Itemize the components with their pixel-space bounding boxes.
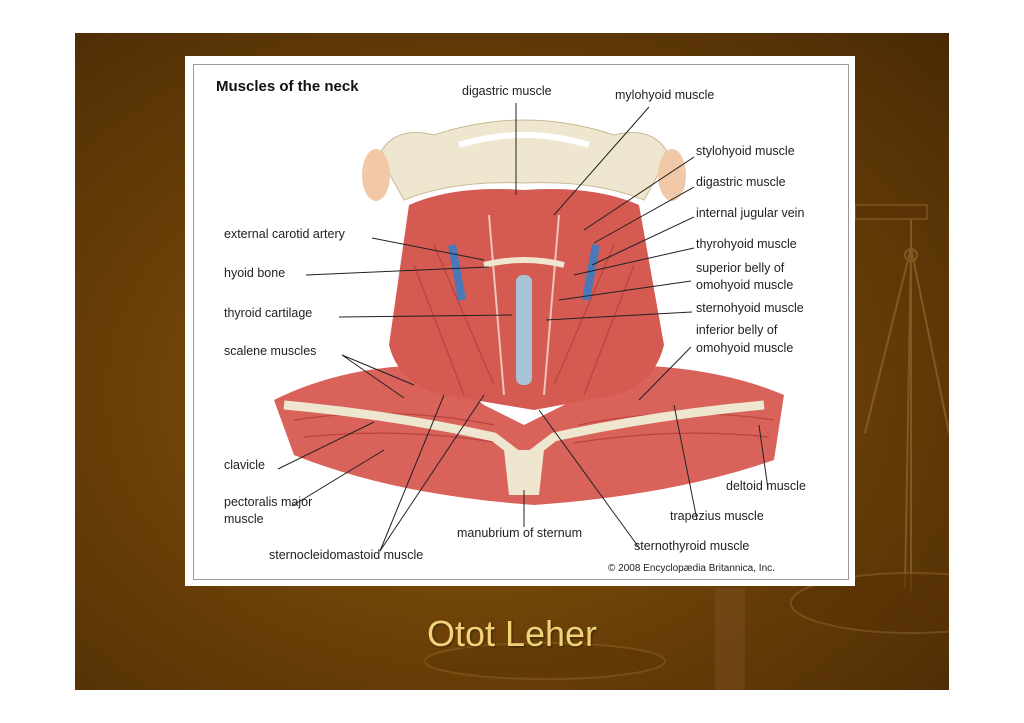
label-mylohyoid: mylohyoid muscle	[615, 88, 715, 102]
slide-title: Otot Leher	[426, 613, 598, 654]
label-external-carotid: external carotid artery	[224, 227, 345, 241]
label-sternohyoid: sternohyoid muscle	[696, 301, 804, 315]
label-scalene: scalene muscles	[224, 344, 317, 358]
label-pectoralis-1: pectoralis major	[224, 495, 313, 509]
label-thyrohyoid: thyrohyoid muscle	[696, 237, 797, 251]
neck-anatomy-illustration	[274, 103, 784, 552]
label-pectoralis-2: muscle	[224, 512, 264, 526]
label-superior-omohyoid-1: superior belly of	[696, 261, 785, 275]
figure-frame: Muscles of the neck digastric muscle myl…	[185, 56, 855, 586]
label-manubrium: manubrium of sternum	[457, 526, 583, 540]
label-stylohyoid: stylohyoid muscle	[696, 144, 795, 158]
label-internal-jugular: internal jugular vein	[696, 206, 805, 220]
label-inferior-omohyoid-1: inferior belly of	[696, 323, 778, 337]
label-digastric-right: digastric muscle	[696, 175, 786, 189]
anatomy-figure: Muscles of the neck digastric muscle myl…	[193, 64, 849, 580]
slide: Muscles of the neck digastric muscle myl…	[75, 33, 949, 690]
label-superior-omohyoid-2: omohyoid muscle	[696, 278, 794, 292]
label-hyoid-bone: hyoid bone	[224, 266, 286, 280]
figure-title: Muscles of the neck	[216, 78, 359, 95]
label-sternocleidomastoid: sternocleidomastoid muscle	[269, 548, 424, 562]
label-deltoid: deltoid muscle	[726, 479, 806, 493]
label-inferior-omohyoid-2: omohyoid muscle	[696, 341, 794, 355]
label-digastric-top: digastric muscle	[462, 84, 552, 98]
scale-decoration	[424, 204, 949, 690]
label-thyroid-cartilage: thyroid cartilage	[224, 306, 313, 320]
label-trapezius: trapezius muscle	[670, 509, 764, 523]
copyright-notice: © 2008 Encyclopædia Britannica, Inc.	[608, 563, 775, 574]
label-sternothyroid: sternothyroid muscle	[634, 539, 750, 553]
label-clavicle: clavicle	[224, 458, 265, 472]
